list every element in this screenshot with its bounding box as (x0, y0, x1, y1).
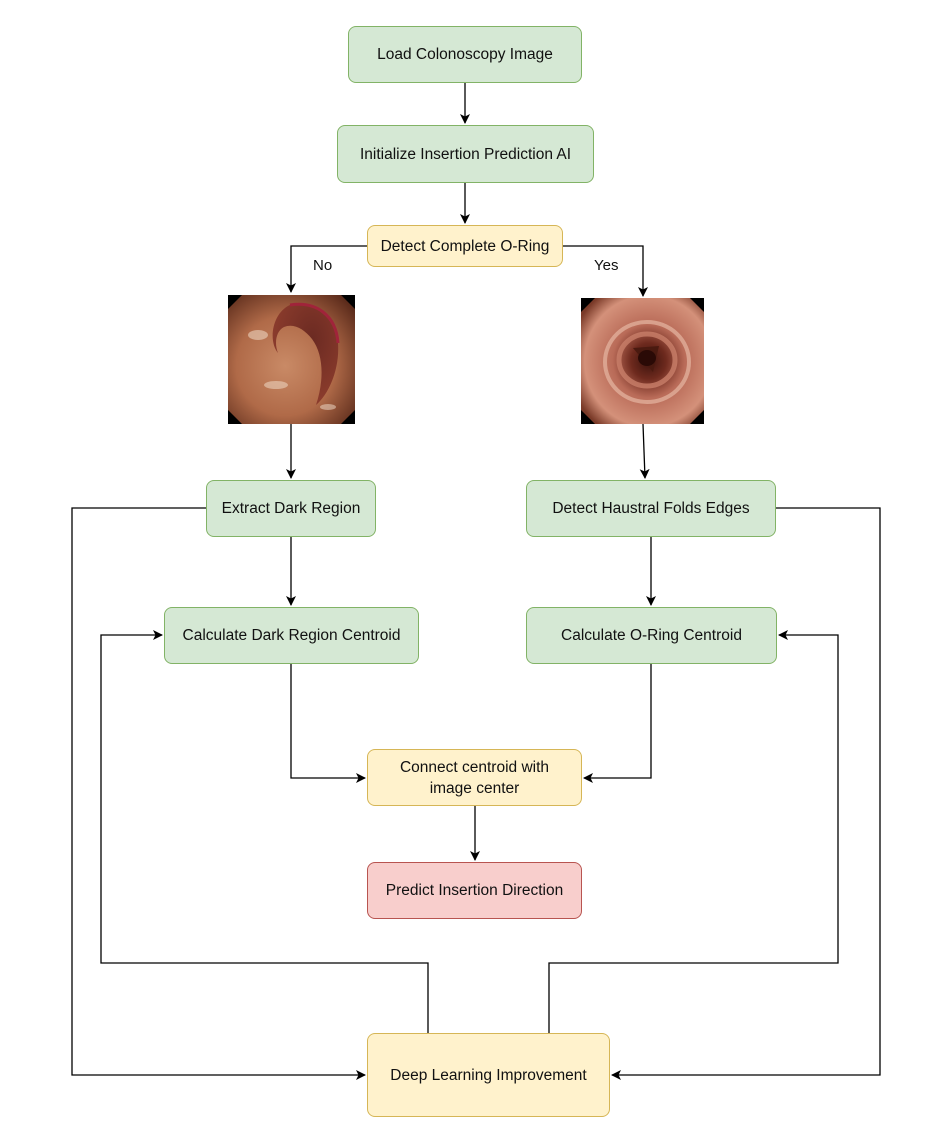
detect-haustral-folds-node: Detect Haustral Folds Edges (526, 480, 776, 537)
yes-label: Yes (594, 257, 619, 274)
deep-learning-node: Deep Learning Improvement (367, 1033, 610, 1117)
edge-detect-no (286, 245, 367, 293)
no-label: No (313, 257, 333, 274)
calculate-dark-centroid-node: Calculate Dark Region Centroid (164, 607, 419, 664)
colonoscopy-oring-photo (581, 298, 704, 424)
load-image-node: Load Colonoscopy Image (348, 26, 582, 83)
edge-darkcentroid-to-connect (290, 664, 366, 783)
edge-deeplearning-to-oringcentroid (548, 630, 839, 1033)
edge-oringcentroid-to-connect (583, 664, 652, 783)
extract-dark-region-node: Extract Dark Region (206, 480, 376, 537)
edge-extract-to-deeplearning (71, 507, 366, 1080)
detect-oring-decision: Detect Complete O-Ring (367, 225, 563, 267)
colonoscopy-dark-region-photo (228, 295, 355, 424)
initialize-ai-node: Initialize Insertion Prediction AI (337, 125, 594, 183)
connect-centroid-node: Connect centroid with image center (367, 749, 582, 806)
predict-direction-node: Predict Insertion Direction (367, 862, 582, 919)
edge-rightphoto-to-haustral (639, 423, 650, 479)
calculate-oring-centroid-node: Calculate O-Ring Centroid (526, 607, 777, 664)
edge-haustral-to-deeplearning (611, 507, 881, 1080)
edge-detect-yes (563, 245, 648, 297)
edge-deeplearning-to-darkcentroid (100, 630, 429, 1033)
